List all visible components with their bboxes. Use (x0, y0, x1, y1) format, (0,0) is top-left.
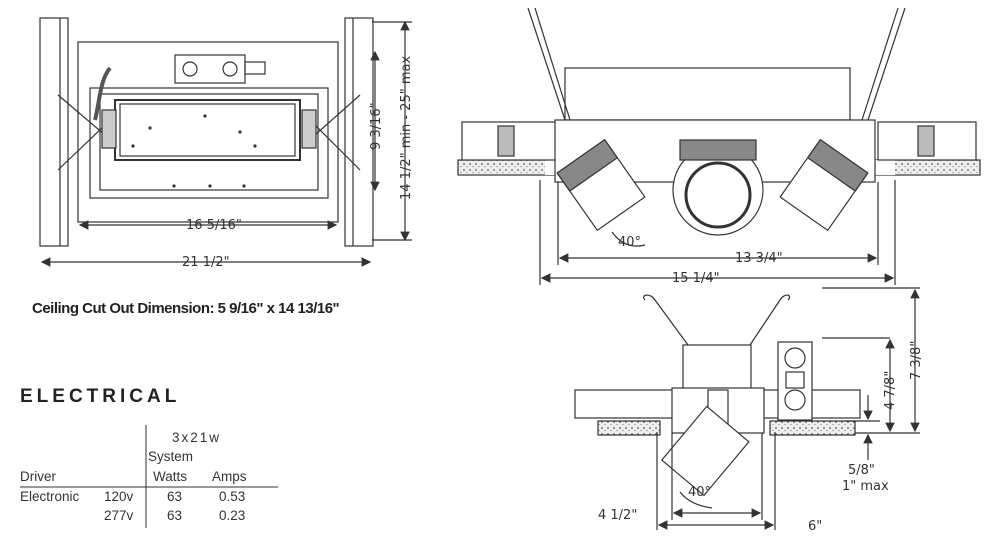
top-box (564, 67, 851, 121)
plan-view (39, 17, 412, 267)
dim-inner-height: 9 3/16" (369, 102, 384, 150)
top-box (682, 344, 752, 391)
right-lamp (779, 138, 869, 232)
dim-front-housing: 15 1/4" (672, 271, 720, 286)
row-driver: Electronic (20, 489, 80, 504)
front-view (457, 7, 981, 285)
dim-ceiling-max: 1" max (842, 479, 889, 494)
row-amps: 0.23 (219, 508, 246, 523)
cutout-dimension: Ceiling Cut Out Dimension: 5 9/16" x 14 … (32, 300, 340, 317)
frame (89, 87, 329, 199)
junction-box (777, 341, 813, 421)
dim-side-housing: 6" (808, 519, 822, 534)
dim-height-housing: 4 7/8" (883, 371, 898, 410)
dim-ceiling-min: 5/8" (848, 463, 875, 478)
row-amps: 0.53 (219, 489, 246, 504)
row-watts: 63 (167, 508, 183, 523)
front-tilt-angle: 40° (618, 235, 641, 250)
row-watts: 63 (167, 489, 183, 504)
right-hanger-bar (344, 17, 374, 247)
row-voltage: 277v (104, 508, 134, 523)
header-watts: Watts (153, 469, 188, 484)
dim-height-total: 7 3/8" (909, 341, 924, 380)
electrical-title: ELECTRICAL (20, 386, 181, 407)
side-tilt-angle: 40° (688, 485, 711, 500)
header-driver: Driver (20, 469, 56, 484)
dim-side-aperture: 4 1/2" (598, 508, 637, 523)
side-view (574, 287, 920, 530)
dim-inner-width: 16 5/16" (186, 218, 242, 233)
header-system: System (148, 449, 194, 464)
dim-outer-width: 21 1/2" (182, 255, 230, 270)
row-voltage: 120v (104, 489, 134, 504)
dim-bar-range: 14 1/2" min - 25" max (399, 56, 414, 200)
left-hanger-bar (39, 17, 69, 247)
left-lamp (556, 138, 646, 232)
dim-front-aperture: 13 3/4" (735, 251, 783, 266)
config-label: 3x21w (172, 430, 222, 445)
header-amps: Amps (212, 469, 247, 484)
center-lamp (672, 139, 764, 236)
conduit (93, 66, 112, 121)
